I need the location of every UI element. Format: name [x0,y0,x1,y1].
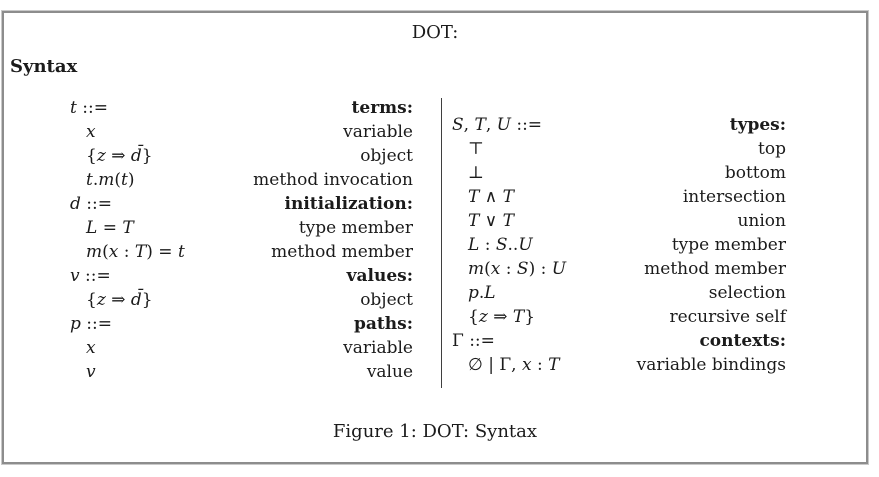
grammar-row: ⊤ top [442,137,866,161]
grammar-description: paths: [354,314,413,334]
grammar-formula: S, T, U ::= [452,115,543,135]
grammar-formula: p ::= [70,314,112,334]
grammar-description: variable [343,338,413,358]
grammar-formula: L : S..U [468,235,533,255]
grammar-description: type member [671,235,786,255]
grammar-row: v ::= values: [4,264,441,288]
grammar-formula: T ∧ T [468,187,514,207]
grammar-description: union [737,211,786,231]
grammar-description: contexts: [699,331,786,351]
grammar-description: terms: [351,98,413,118]
grammar-row: ⊥ bottom [442,161,866,185]
grammar-description: type member [298,218,413,238]
grammar-formula: {z ⇒ d̄} [86,146,153,166]
column-divider-rule [441,98,442,388]
grammar-row: {z ⇒ d̄} object [4,144,441,168]
grammar-description: method member [644,259,786,279]
grammar-formula: T ∨ T [468,211,514,231]
grammar-formula: x [86,338,96,358]
grammar-description: recursive self [669,307,786,327]
grammar-description: initialization: [284,194,413,214]
grammar-row: {z ⇒ d̄} object [4,288,441,312]
grammar-formula: {z ⇒ T} [468,307,536,327]
grammar-description: variable [343,122,413,142]
grammar-formula: ⊥ [468,163,484,183]
grammar-formula: v ::= [70,266,111,286]
grammar-formula: {z ⇒ d̄} [86,290,153,310]
grammar-description: value [366,362,413,382]
grammar-row: x variable [4,120,441,144]
grammar-row: T ∧ T intersection [442,185,866,209]
grammar-row: t.m(t) method invocation [4,168,441,192]
grammar-row: v value [4,360,441,384]
figure-title: DOT: [411,22,459,43]
grammar-formula: v [86,362,96,382]
grammar-formula: t ::= [70,98,108,118]
grammar-description: top [758,139,786,159]
grammar-description: variable bindings [636,355,786,375]
grammar-description: object [360,290,413,310]
grammar-row: {z ⇒ T} recursive self [442,305,866,329]
grammar-formula: p.L [468,283,496,303]
grammar-description: types: [729,115,786,135]
grammar-formula: x [86,122,96,142]
grammar-row: ∅ | Γ, x : T variable bindings [442,353,866,377]
grammar-formula: d ::= [70,194,112,214]
grammar-formula: ⊤ [468,139,484,159]
grammar-description: selection [708,283,786,303]
grammar-row: Γ ::= contexts: [442,329,866,353]
grammar-formula: m(x : S) : U [468,259,567,279]
grammar-row: S, T, U ::= types: [442,113,866,137]
grammar-formula: t.m(t) [86,170,135,190]
grammar-row: m(x : S) : U method member [442,257,866,281]
grammar-formula: ∅ | Γ, x : T [468,355,560,375]
grammar-row: p ::= paths: [4,312,441,336]
grammar-row: x variable [4,336,441,360]
grammar-row: p.L selection [442,281,866,305]
grammar-formula: m(x : T) = t [86,242,185,262]
grammar-description: values: [346,266,413,286]
grammar-row: t ::= terms: [4,96,441,120]
grammar-row: L : S..U type member [442,233,866,257]
grammar-description: intersection [682,187,786,207]
grammar-description: method member [271,242,413,262]
grammar-row: d ::= initialization: [4,192,441,216]
grammar-row: m(x : T) = t method member [4,240,441,264]
figure-caption: Figure 1: DOT: Syntax [332,421,538,442]
grammar-row: L = T type member [4,216,441,240]
section-heading: Syntax [10,56,78,77]
grammar-formula: L = T [86,218,134,238]
grammar-description: object [360,146,413,166]
grammar-description: method invocation [253,170,413,190]
grammar-formula: Γ ::= [452,331,495,351]
grammar-description: bottom [724,163,786,183]
grammar-row: T ∨ T union [442,209,866,233]
